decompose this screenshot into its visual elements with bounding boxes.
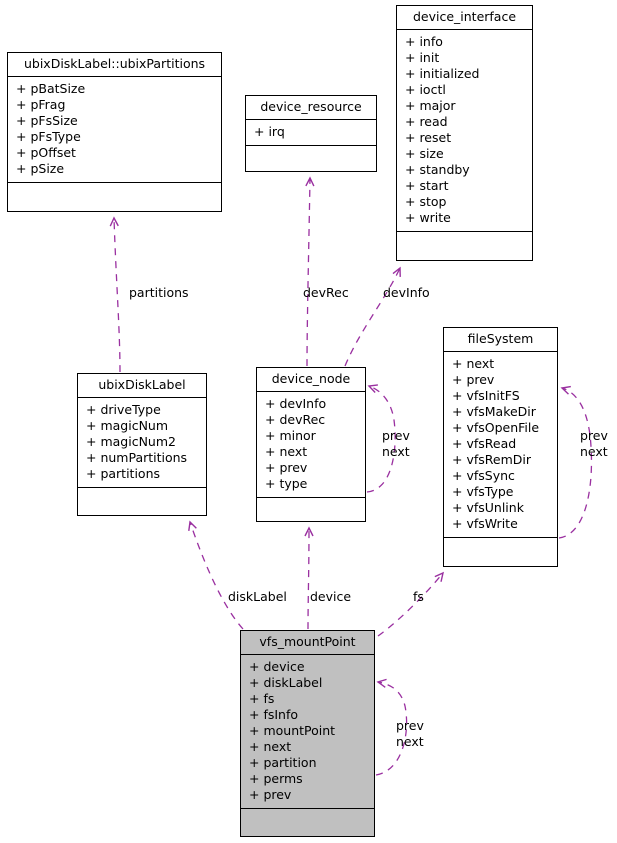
- uml-class-ubixPartitions[interactable]: ubixDiskLabel::ubixPartitions+ pBatSize+…: [7, 52, 222, 212]
- uml-attribute: + partitions: [86, 465, 161, 481]
- uml-attribute: + perms: [249, 770, 303, 786]
- uml-attribute: + prev: [265, 459, 308, 475]
- uml-method-compartment: [246, 146, 376, 171]
- uml-class-title: vfs_mountPoint: [241, 631, 374, 655]
- uml-method-compartment: [444, 538, 557, 566]
- uml-class-device_resource[interactable]: device_resource + irq: [245, 95, 377, 172]
- uml-class-title: device_node: [257, 368, 365, 392]
- uml-attribute: + init: [405, 49, 440, 65]
- edge-partitions: [109, 216, 121, 373]
- uml-attribute: + pOffset: [16, 144, 76, 160]
- edge-fs: [377, 571, 444, 637]
- uml-attribute: + vfsMakeDir: [452, 403, 536, 419]
- uml-attribute: + info: [405, 33, 443, 49]
- uml-attribute-compartment: + driveType+ magicNum+ magicNum2+ numPar…: [78, 398, 206, 488]
- uml-attribute: + write: [405, 209, 451, 225]
- uml-attribute: + partition: [249, 754, 317, 770]
- edge-label-mount_next: next: [396, 734, 424, 749]
- uml-attribute: + vfsInitFS: [452, 387, 520, 403]
- uml-attribute-compartment: + device+ diskLabel+ fs+ fsInfo+ mountPo…: [241, 655, 374, 809]
- uml-method-compartment: [8, 183, 221, 211]
- uml-attribute: + prev: [249, 786, 292, 802]
- edge-devRec: [305, 176, 315, 367]
- uml-class-ubixDiskLabel[interactable]: ubixDiskLabel+ driveType+ magicNum+ magi…: [77, 373, 207, 516]
- edge-diskLabel: [188, 520, 244, 630]
- uml-class-title: device_interface: [397, 6, 532, 30]
- uml-class-vfs_mountPoint[interactable]: vfs_mountPoint+ device+ diskLabel+ fs+ f…: [240, 630, 375, 837]
- uml-attribute: + read: [405, 113, 448, 129]
- edge-device: [304, 526, 314, 630]
- uml-class-device_node[interactable]: device_node+ devInfo+ devRec+ minor+ nex…: [256, 367, 366, 522]
- uml-attribute-compartment: + next+ prev+ vfsInitFS+ vfsMakeDir+ vfs…: [444, 352, 557, 538]
- uml-attribute: + next: [249, 738, 292, 754]
- uml-attribute: + pBatSize: [16, 80, 86, 96]
- uml-class-title: fileSystem: [444, 328, 557, 352]
- edge-label-device_node_prev: prev: [382, 428, 410, 443]
- uml-attribute-compartment: + irq: [246, 120, 376, 146]
- uml-attribute: + type: [265, 475, 308, 491]
- uml-attribute: + vfsRemDir: [452, 451, 531, 467]
- edge-label-mount_prev: prev: [396, 718, 424, 733]
- uml-attribute: + stop: [405, 193, 447, 209]
- edge-label-fileSystem_prev: prev: [580, 428, 608, 443]
- uml-attribute: + start: [405, 177, 449, 193]
- uml-attribute: + prev: [452, 371, 495, 387]
- uml-attribute: + magicNum: [86, 417, 169, 433]
- uml-attribute: + reset: [405, 129, 452, 145]
- edge-label-fs: fs: [413, 589, 424, 604]
- uml-attribute: + pFsType: [16, 128, 81, 144]
- uml-attribute: + ioctl: [405, 81, 446, 97]
- uml-attribute: + pFrag: [16, 96, 66, 112]
- uml-attribute-compartment: + devInfo+ devRec+ minor+ next+ prev+ ty…: [257, 392, 365, 498]
- uml-attribute: + vfsUnlink: [452, 499, 524, 515]
- uml-attribute: + vfsRead: [452, 435, 517, 451]
- uml-attribute: + pFsSize: [16, 112, 78, 128]
- uml-attribute: + vfsOpenFile: [452, 419, 540, 435]
- uml-attribute: + devRec: [265, 411, 326, 427]
- uml-attribute: + irq: [254, 123, 285, 139]
- edge-filesystem-self: [558, 385, 593, 539]
- uml-attribute: + fsInfo: [249, 706, 299, 722]
- edge-label-partitions: partitions: [129, 285, 189, 300]
- uml-attribute: + standby: [405, 161, 470, 177]
- uml-attribute: + initialized: [405, 65, 480, 81]
- uml-class-title: ubixDiskLabel: [78, 374, 206, 398]
- uml-attribute: + size: [405, 145, 444, 161]
- edge-label-device: device: [310, 589, 352, 604]
- uml-method-compartment: [78, 488, 206, 515]
- uml-attribute: + major: [405, 97, 456, 113]
- uml-attribute: + device: [249, 658, 305, 674]
- uml-class-title: device_resource: [246, 96, 376, 120]
- edge-label-devInfo: devInfo: [383, 285, 430, 300]
- uml-attribute: + numPartitions: [86, 449, 188, 465]
- uml-method-compartment: [257, 498, 365, 521]
- uml-attribute: + diskLabel: [249, 674, 323, 690]
- uml-attribute: + pSize: [16, 160, 65, 176]
- uml-attribute: + fs: [249, 690, 275, 706]
- edge-label-fileSystem_next: next: [580, 444, 608, 459]
- uml-attribute: + next: [452, 355, 495, 371]
- edge-label-diskLabel: diskLabel: [228, 589, 287, 604]
- uml-attribute: + minor: [265, 427, 316, 443]
- uml-attribute: + devInfo: [265, 395, 327, 411]
- edge-devInfo: [344, 266, 401, 367]
- uml-attribute: + next: [265, 443, 308, 459]
- uml-attribute-compartment: + info+ init+ initialized+ ioctl+ major+…: [397, 30, 532, 232]
- uml-attribute-compartment: + pBatSize+ pFrag+ pFsSize+ pFsType+ pOf…: [8, 77, 221, 183]
- uml-method-compartment: [397, 232, 532, 260]
- uml-attribute: + vfsWrite: [452, 515, 518, 531]
- uml-attribute: + mountPoint: [249, 722, 336, 738]
- uml-class-title: ubixDiskLabel::ubixPartitions: [8, 53, 221, 77]
- edge-label-devRec: devRec: [303, 285, 349, 300]
- uml-attribute: + magicNum2: [86, 433, 176, 449]
- uml-class-fileSystem[interactable]: fileSystem+ next+ prev+ vfsInitFS+ vfsMa…: [443, 327, 558, 567]
- uml-class-device_interface[interactable]: device_interface+ info+ init+ initialize…: [396, 5, 533, 261]
- uml-attribute: + driveType: [86, 401, 161, 417]
- uml-attribute: + vfsType: [452, 483, 514, 499]
- uml-method-compartment: [241, 809, 374, 836]
- edge-label-device_node_next: next: [382, 444, 410, 459]
- uml-attribute: + vfsSync: [452, 467, 515, 483]
